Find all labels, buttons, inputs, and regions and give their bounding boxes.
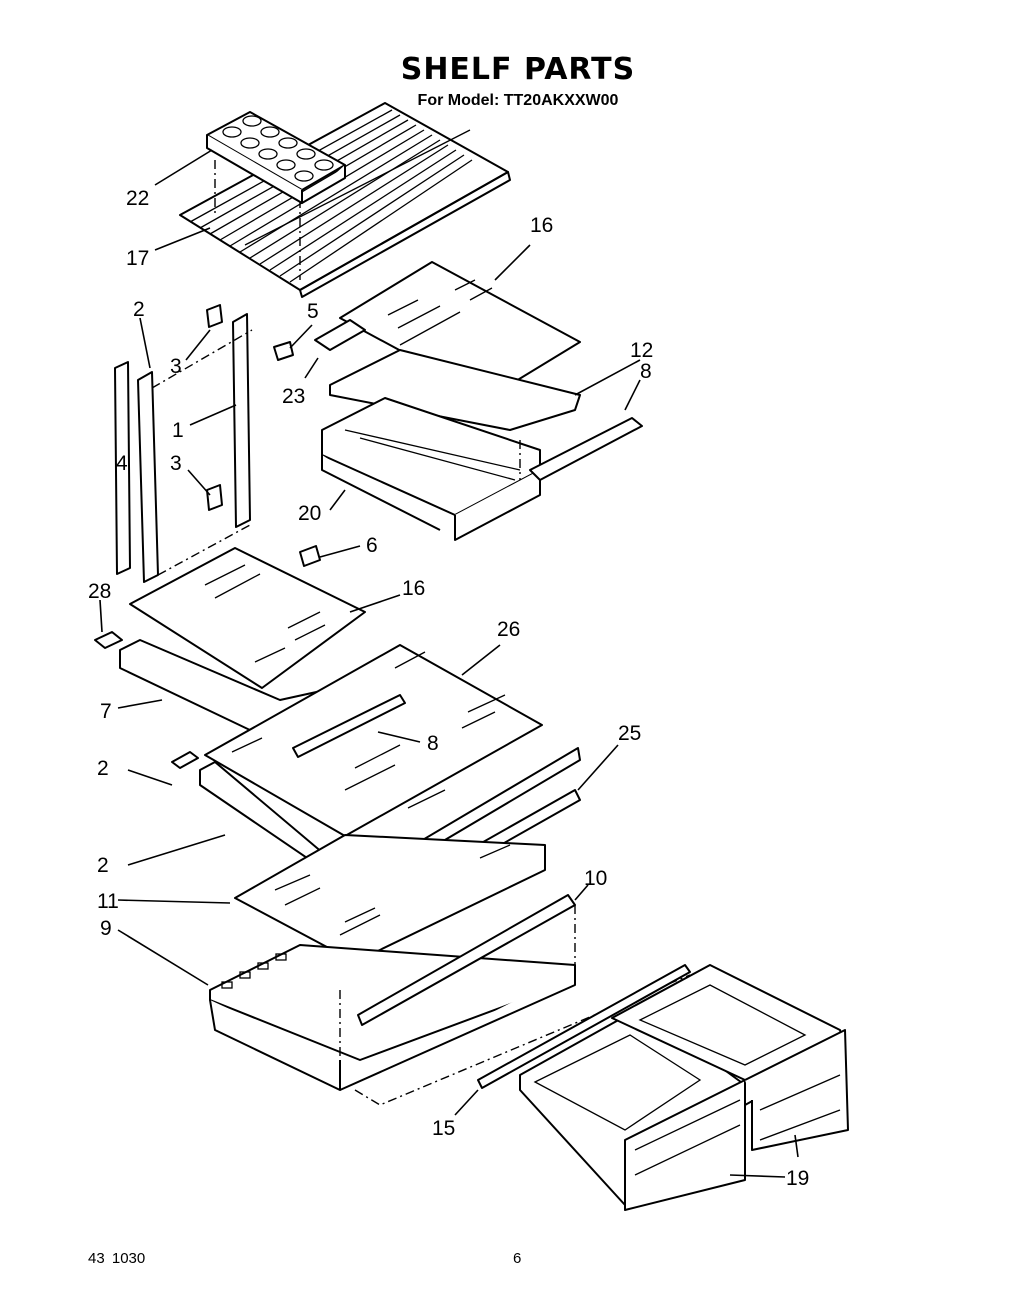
egg-tray-22	[206, 111, 346, 204]
callout-15: 15	[432, 1117, 455, 1140]
shelf-rails	[114, 304, 321, 583]
crisper-drawers-19	[477, 964, 849, 1211]
callout-19: 19	[786, 1167, 809, 1190]
callout-17: 17	[126, 247, 149, 270]
callout-24: 2	[97, 854, 109, 877]
callout-3-lower: 3	[170, 452, 182, 475]
callout-8-lower: 8	[427, 732, 439, 755]
callout-27: 2	[97, 757, 109, 780]
callout-25: 25	[618, 722, 641, 745]
callout-20: 20	[298, 502, 321, 525]
callout-9: 9	[100, 917, 112, 940]
page-title: SHELF PARTS	[400, 52, 636, 87]
crisper-drawer-20	[321, 349, 643, 541]
document-number: 43 1030	[88, 1250, 146, 1267]
callout-12: 12	[630, 339, 653, 362]
callout-2: 2	[133, 298, 145, 321]
callout-10: 10	[584, 867, 607, 890]
model-subtitle: For Model: TT20AKXXW00	[417, 92, 619, 109]
callout-7: 7	[100, 700, 112, 723]
page-number: 6	[513, 1250, 522, 1267]
callout-5: 5	[307, 300, 319, 323]
callout-3-upper: 3	[170, 355, 182, 378]
callout-16-upper: 16	[530, 214, 553, 237]
glass-shelf-26	[204, 644, 543, 837]
callout-labels: 22 17 16 2 5 3 23 12 8 1 4 3 20 6 16 28 …	[88, 187, 809, 1190]
callout-11: 11	[97, 890, 119, 913]
callout-8-upper: 8	[640, 360, 652, 383]
callout-4: 4	[116, 452, 128, 475]
callout-16-middle: 16	[402, 577, 425, 600]
crisper-cover-9	[209, 894, 691, 1106]
callout-23: 23	[282, 385, 305, 408]
callout-6: 6	[366, 534, 378, 557]
callout-26: 26	[497, 618, 520, 641]
leader-lines	[99, 149, 799, 1178]
callout-22: 22	[126, 187, 149, 210]
callout-28: 28	[88, 580, 111, 603]
callout-1: 1	[172, 419, 184, 442]
